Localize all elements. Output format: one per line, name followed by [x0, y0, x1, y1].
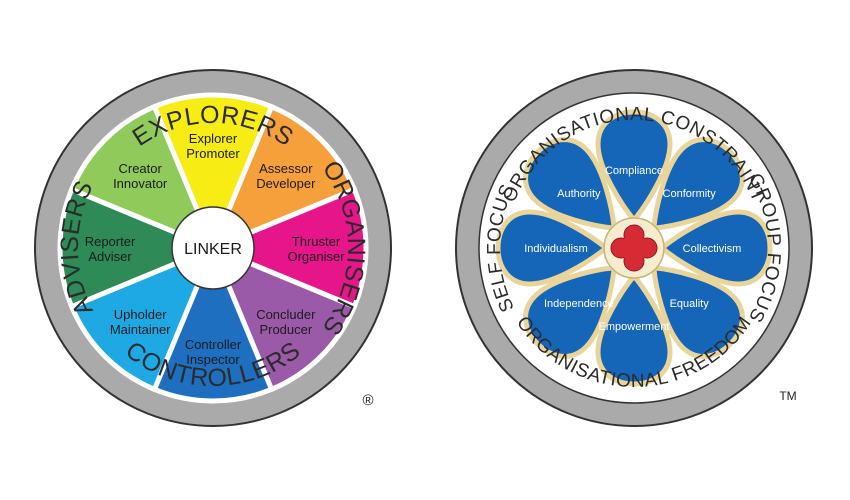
petal-label-equality: Equality — [670, 298, 710, 310]
wheel-segment-reporter — [57, 186, 220, 310]
petal-conformity — [651, 137, 745, 231]
wheel-segment-upholder — [68, 243, 218, 393]
wheel-hub — [171, 206, 255, 290]
petal-label-compliance: Compliance — [605, 165, 663, 177]
petal-independence — [523, 265, 617, 359]
petal-equality — [651, 265, 745, 359]
petal-label-empowerment: Empowerment — [599, 321, 670, 333]
petal-empowerment — [595, 272, 673, 387]
petal-compliance — [595, 109, 673, 224]
wheel-segment-assessor — [208, 103, 358, 253]
rose-center-emblem — [603, 217, 665, 279]
wheel-segment-controller — [151, 241, 275, 404]
petal-label-conformity: Conformity — [663, 188, 717, 200]
wheel-segment-concluder — [208, 243, 358, 393]
culture-rose-diagram: ComplianceConformityCollectivismEquality… — [455, 69, 813, 427]
wheel-segment-thruster — [206, 186, 369, 310]
petal-label-authority: Authority — [557, 188, 601, 200]
petal-collectivism — [658, 209, 773, 287]
petal-label-individualism: Individualism — [524, 243, 588, 255]
wheel-segment-creator — [68, 103, 218, 253]
red-quatrefoil-icon — [610, 224, 658, 272]
wheel-center-label: LINKER — [184, 241, 242, 258]
petal-individualism — [495, 209, 610, 287]
wheel-segment-explorer — [151, 92, 275, 255]
registered-mark: ® — [362, 392, 373, 409]
petal-label-collectivism: Collectivism — [683, 243, 742, 255]
petal-label-independence: Independence — [544, 298, 614, 310]
petal-authority — [523, 137, 617, 231]
rose-petals: ComplianceConformityCollectivismEquality… — [495, 109, 773, 387]
trademark-mark: TM — [779, 389, 796, 403]
